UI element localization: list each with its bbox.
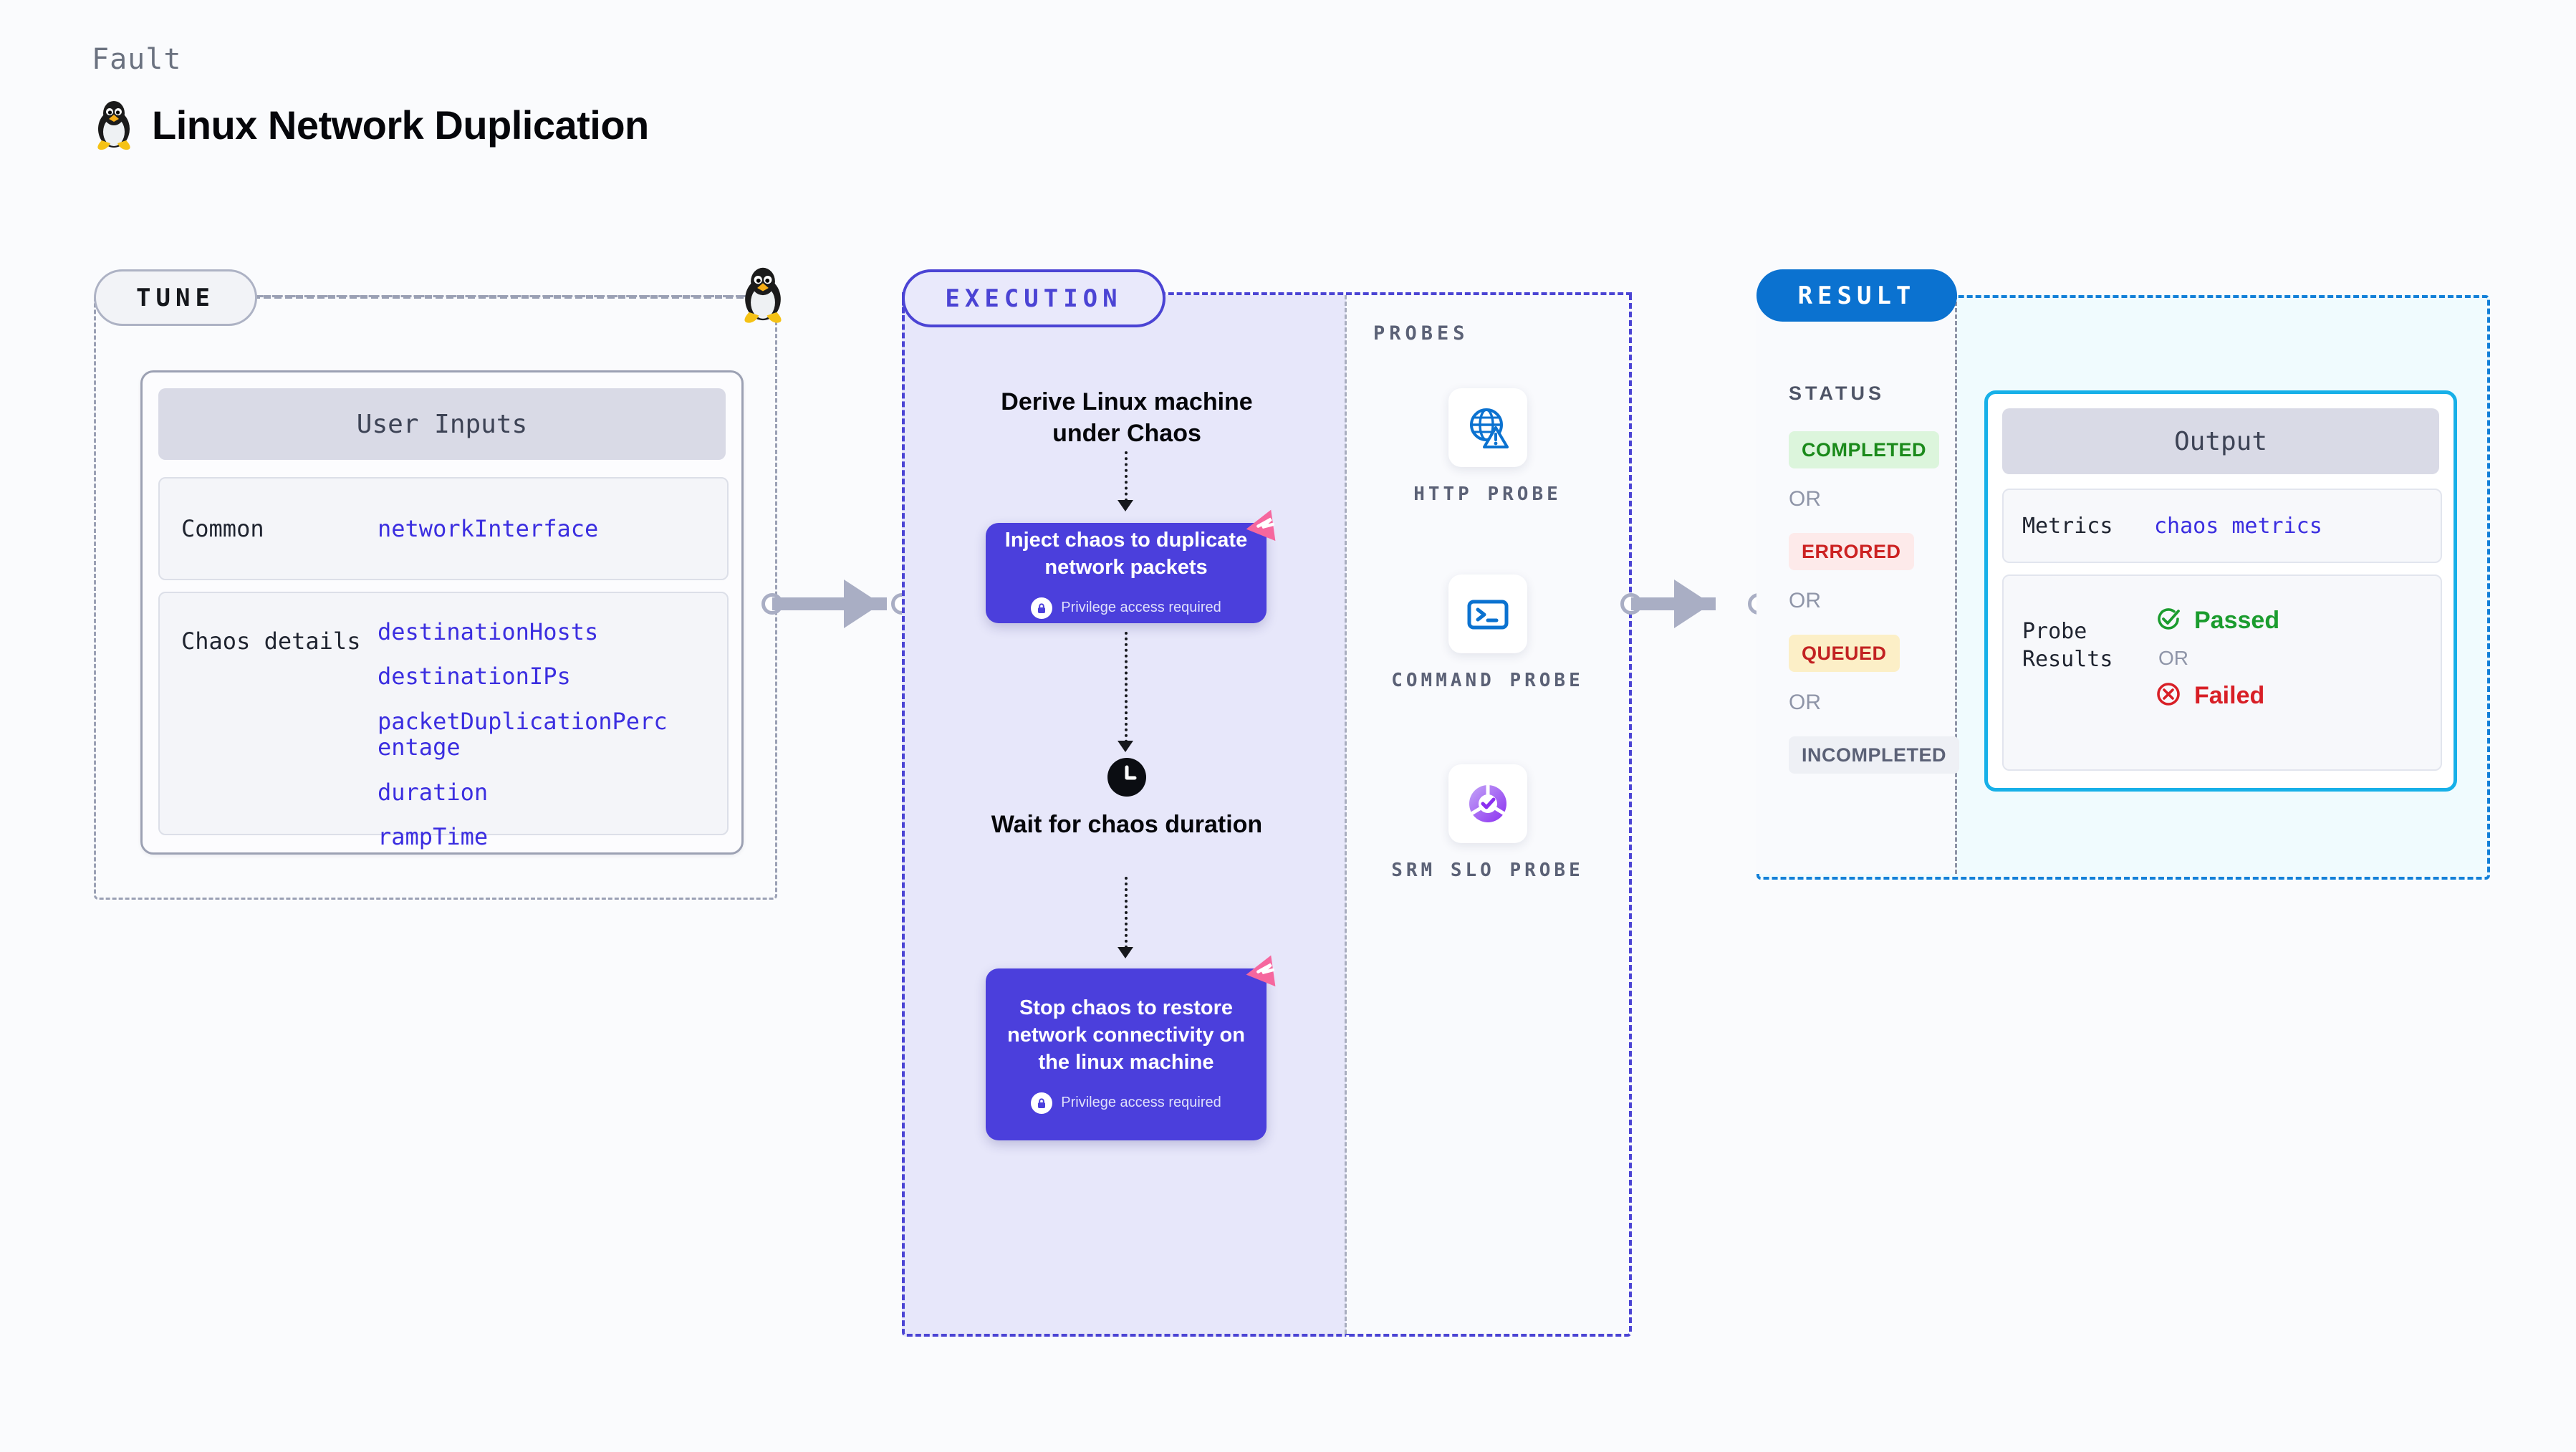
status-badge-completed: COMPLETED — [1789, 431, 1940, 468]
input-value-duration[interactable]: duration — [378, 778, 489, 806]
page-header: Fault Linux Network Duplication — [92, 43, 649, 150]
check-circle-icon — [2154, 605, 2183, 637]
output-row-key: Metrics — [2022, 513, 2113, 539]
probe-label: SRM SLO PROBE — [1391, 860, 1584, 881]
litmus-chaos-icon — [1245, 504, 1285, 548]
probe-result-passed: Passed — [2154, 605, 2279, 637]
execution-badge[interactable]: EXECUTION — [902, 269, 1166, 327]
status-badge-errored: ERRORED — [1789, 533, 1914, 570]
probe-srm-slo[interactable]: SRM SLO PROBE — [1346, 764, 1629, 883]
probe-command[interactable]: COMMAND PROBE — [1346, 574, 1629, 693]
page-title-row: Linux Network Duplication — [92, 99, 649, 150]
privilege-note-text: Privilege access required — [1061, 1095, 1221, 1111]
output-row-metrics: Metrics chaos metrics — [2002, 489, 2442, 563]
output-row-probe-results: Probe Results Passed OR — [2002, 574, 2442, 771]
lock-icon — [1031, 597, 1053, 619]
input-value-destinationips[interactable]: destinationIPs — [378, 663, 571, 691]
status-or-text: OR — [1789, 589, 1821, 612]
probe-http[interactable]: HTTP PROBE — [1346, 388, 1629, 507]
result-badge[interactable]: RESULT — [1756, 269, 1957, 322]
output-title: Output — [2002, 408, 2439, 474]
status-badge-queued: QUEUED — [1789, 635, 1900, 672]
globe-warning-icon — [1448, 388, 1527, 467]
result-status-column: STATUS COMPLETED OR ERRORED OR QUEUED OR… — [1756, 295, 1960, 874]
connector-arrow-icon — [844, 580, 881, 628]
lock-icon — [1031, 1092, 1053, 1114]
input-value-packetduplicationpercentage[interactable]: packetDuplicationPercentage — [378, 707, 668, 761]
privilege-note: Privilege access required — [1031, 597, 1221, 619]
input-row-key: Common — [181, 515, 264, 542]
status-or-text: OR — [1789, 487, 1821, 511]
page-title: Linux Network Duplication — [152, 102, 649, 148]
flow-arrow-icon — [1118, 741, 1133, 752]
execution-panel: Derive Linux machine under Chaos Inject … — [902, 292, 1352, 1337]
probe-result-values: Passed OR Failed — [2154, 576, 2279, 712]
input-value-networkinterface[interactable]: networkInterface — [378, 514, 599, 542]
status-badge-incompleted: INCOMPLETED — [1789, 736, 1960, 774]
execution-card-stop[interactable]: Stop chaos to restore network connectivi… — [986, 955, 1276, 1140]
execution-card-inject[interactable]: Inject chaos to duplicate network packet… — [986, 509, 1276, 623]
output-row-key: Probe Results — [2022, 619, 2113, 672]
probe-result-failed: Failed — [2154, 680, 2279, 712]
input-row-values: networkInterface — [375, 514, 599, 542]
privilege-note-text: Privilege access required — [1061, 600, 1221, 616]
execution-step-derive: Derive Linux machine under Chaos — [1001, 388, 1253, 447]
x-circle-icon — [2154, 680, 2183, 712]
output-value-chaos-metrics[interactable]: chaos metrics — [2154, 513, 2322, 539]
input-value-destinationhosts[interactable]: destinationHosts — [378, 618, 599, 645]
execution-step-wait: Wait for chaos duration — [991, 811, 1263, 838]
flow-arrow-line — [1125, 632, 1128, 743]
input-row-key: Chaos details — [181, 628, 361, 655]
input-row-common: Common networkInterface — [158, 477, 729, 580]
terminal-icon — [1448, 574, 1527, 653]
input-value-ramptime[interactable]: rampTime — [378, 823, 489, 851]
probe-result-passed-label: Passed — [2194, 607, 2280, 634]
connector-arrow-icon — [1674, 580, 1711, 628]
litmus-chaos-icon — [1245, 950, 1285, 994]
flow-arrow-line — [1125, 451, 1128, 501]
slo-donut-check-icon — [1448, 764, 1527, 843]
user-inputs-title: User Inputs — [158, 388, 726, 460]
probe-label: COMMAND PROBE — [1391, 670, 1584, 691]
tune-panel: User Inputs Common networkInterface Chao… — [94, 295, 777, 900]
status-or-text: OR — [1789, 691, 1821, 714]
flow-arrow-icon — [1118, 500, 1133, 511]
linux-tux-icon-corner — [738, 265, 788, 324]
linux-tux-icon — [92, 99, 136, 150]
privilege-note: Privilege access required — [1031, 1092, 1221, 1114]
tune-top-dashed-line — [253, 295, 754, 299]
probe-label: HTTP PROBE — [1413, 484, 1562, 505]
clock-icon — [1107, 758, 1146, 800]
input-row-values: destinationHosts destinationIPs packetDu… — [375, 593, 678, 850]
output-card: Output Metrics chaos metrics Probe Resul… — [1984, 390, 2457, 792]
fault-eyebrow-label: Fault — [92, 43, 182, 76]
probes-label: PROBES — [1373, 322, 1469, 345]
probe-result-failed-label: Failed — [2194, 682, 2265, 709]
input-row-chaos-details: Chaos details destinationHosts destinati… — [158, 592, 729, 850]
execution-card-title: Stop chaos to restore network connectivi… — [1007, 996, 1245, 1074]
tune-card: User Inputs Common networkInterface Chao… — [140, 370, 744, 855]
execution-card-title: Inject chaos to duplicate network packet… — [1004, 529, 1248, 579]
probes-panel: PROBES HTTP PROBE COMMAND PROBE — [1345, 292, 1632, 1337]
flow-arrow-icon — [1118, 947, 1133, 958]
probe-result-or-text: OR — [2158, 647, 2188, 669]
tune-badge[interactable]: TUNE — [94, 269, 257, 326]
flow-arrow-line — [1125, 877, 1128, 948]
status-label: STATUS — [1789, 383, 1885, 404]
